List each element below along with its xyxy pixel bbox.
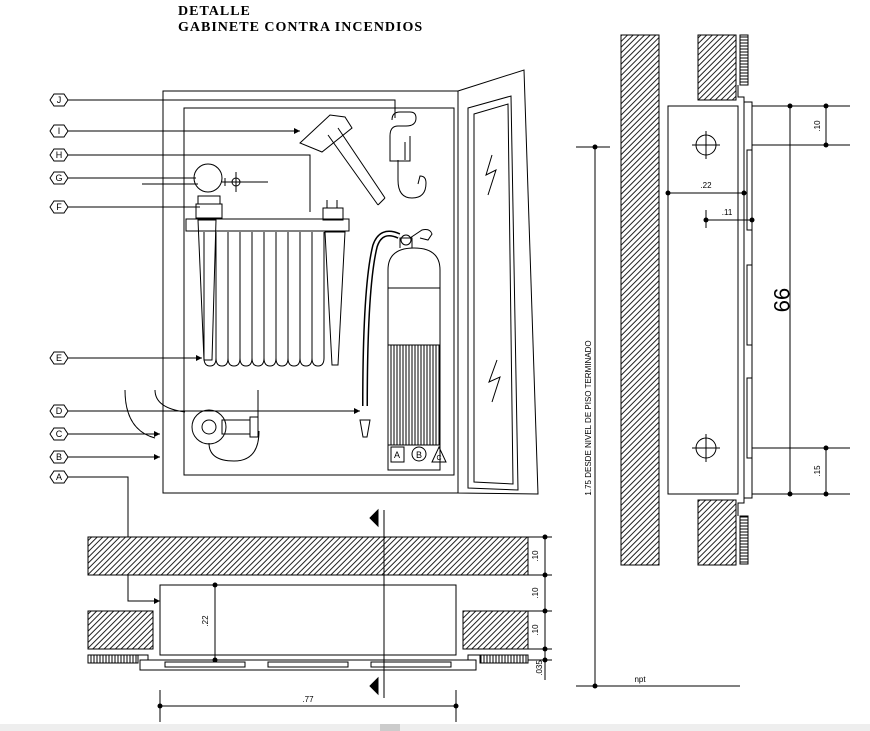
callout-letter: B	[56, 452, 62, 462]
callout-tag-i	[49, 124, 69, 138]
rack-valve	[322, 207, 344, 221]
right-nozzle	[324, 231, 346, 366]
callout-letter: A	[56, 472, 62, 482]
callout-tag-e	[49, 351, 69, 365]
drawing-title: DETALLE GABINETE CONTRA INCENDIOS	[178, 4, 423, 36]
floor-reference: npt	[634, 675, 646, 684]
callout-tag-g	[49, 171, 69, 185]
callout-letter: D	[56, 406, 63, 416]
title-line-2: GABINETE CONTRA INCENDIOS	[178, 20, 424, 35]
callout-tag-f	[49, 200, 69, 214]
side-strip-top	[739, 34, 749, 86]
class-c-label: C	[436, 455, 441, 462]
callout-letter: J	[57, 95, 62, 105]
callout-letter: E	[56, 353, 62, 363]
dim-cabinet-width: .77	[302, 695, 314, 704]
wall-top	[87, 536, 529, 576]
class-c-triangle	[431, 445, 447, 463]
height-note: 1.75 DESDE NIVEL DE PISO TERMINADO	[584, 340, 593, 495]
wall-right	[462, 610, 529, 650]
callout-letter: I	[58, 126, 61, 136]
class-b-label: B	[416, 450, 422, 460]
side-dim-ticks	[592, 103, 829, 689]
class-a-box	[390, 446, 405, 463]
dim-side-height: 99	[769, 288, 794, 312]
fire-extinguisher	[359, 229, 441, 471]
valve-coupling	[142, 163, 268, 219]
left-nozzle	[197, 219, 217, 361]
side-wall-upper	[697, 34, 737, 101]
callout-arrowheads	[154, 128, 360, 604]
bottom-scrollbar-track[interactable]	[0, 724, 870, 731]
class-a-label: A	[394, 450, 400, 460]
floor-strip-right	[479, 654, 529, 664]
dim-cabinet-gap: .10	[531, 587, 540, 599]
callout-letter: C	[56, 429, 63, 439]
side-strip-bottom	[739, 515, 749, 565]
cabinet-plan	[159, 584, 457, 656]
callout-tag-a	[49, 470, 69, 484]
callout-tag-b	[49, 450, 69, 464]
hose-reel	[124, 389, 260, 462]
callout-tag-j	[49, 93, 69, 107]
plan-dim-ticks	[157, 534, 548, 709]
dim-side-top: .10	[813, 120, 822, 132]
cabinet-inner-frame	[183, 107, 455, 476]
floor-strip-left	[87, 654, 139, 664]
wall-left	[87, 610, 154, 650]
side-wall-lower	[697, 499, 737, 566]
front-elevation	[124, 69, 539, 495]
bottom-scrollbar-thumb[interactable]	[380, 724, 400, 731]
callout-letter: H	[56, 150, 63, 160]
dim-top-wall: .10	[531, 550, 540, 562]
side-wall-left	[620, 34, 660, 566]
callout-letter: G	[55, 173, 62, 183]
callout-tag-h	[49, 148, 69, 162]
cabinet-door	[457, 69, 539, 495]
callout-letters: J I H G F E D C B A	[55, 95, 62, 482]
axe-icon	[299, 114, 386, 206]
callout-tag-d	[49, 404, 69, 418]
door-glass-frame	[467, 95, 519, 491]
glass-glint-top	[485, 154, 497, 196]
title-line-1: DETALLE	[178, 4, 251, 19]
dim-side-bottom: .15	[813, 465, 822, 477]
dim-side-depth: .22	[700, 181, 712, 190]
plan-section	[87, 508, 552, 722]
callout-leaders	[68, 99, 396, 602]
door-glass	[473, 103, 514, 485]
dim-cabinet-depth: .22	[201, 615, 210, 627]
side-section	[576, 34, 850, 687]
side-cabinet	[667, 105, 739, 495]
hook-icon	[389, 111, 427, 199]
hose-rack-bar	[185, 218, 350, 232]
dim-wall-lower: .10	[531, 624, 540, 636]
callout-tag-c	[49, 427, 69, 441]
callout-letter: F	[56, 202, 62, 212]
glass-glint-bottom	[488, 359, 501, 403]
dim-side-offset: .11	[722, 208, 733, 217]
callout-tags	[49, 93, 69, 484]
dim-base: .035	[535, 660, 544, 676]
hose-loops	[203, 232, 325, 367]
class-b-circle	[411, 446, 427, 462]
